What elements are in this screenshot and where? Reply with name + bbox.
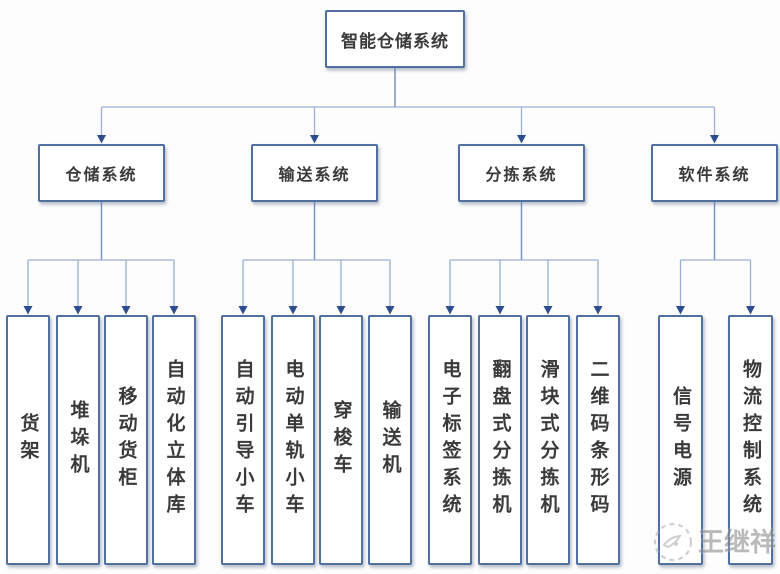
arrowhead-down-icon — [495, 306, 505, 315]
arrowhead-down-icon — [336, 306, 346, 315]
arrowhead-down-icon — [73, 306, 83, 315]
leaf-node-rack: 货架 — [6, 315, 50, 565]
branch-node-software-system: 软件系统 — [651, 144, 778, 202]
leaf-node-logistics-control-system: 物流控制系统 — [728, 315, 773, 565]
arrowhead-down-icon — [746, 306, 755, 315]
leaf-node-signal-power: 信号电源 — [658, 315, 703, 565]
arrowhead-down-icon — [543, 306, 553, 315]
leaf-node-conveyor: 输送机 — [368, 315, 412, 565]
arrowhead-down-icon — [121, 306, 131, 315]
branch-node-conveying-system: 输送系统 — [251, 144, 378, 202]
root-node: 智能仓储系统 — [325, 10, 465, 68]
leaf-node-agv: 自动引导小车 — [221, 315, 265, 565]
leaf-node-mobile-container: 移动货柜 — [104, 315, 148, 565]
leaf-node-electric-monorail-cart: 电动单轨小车 — [271, 315, 315, 565]
leaf-node-tilt-tray-sorter: 翻盘式分拣机 — [478, 315, 522, 565]
branch-node-storage-system: 仓储系统 — [38, 144, 165, 202]
arrowhead-down-icon — [445, 306, 455, 315]
leaf-node-stacker-crane: 堆垛机 — [56, 315, 100, 565]
leaf-node-shuttle-car: 穿梭车 — [319, 315, 363, 565]
arrowhead-down-icon — [169, 306, 179, 315]
leaf-node-automated-warehouse: 自动化立体库 — [152, 315, 196, 565]
branch-node-sorting-system: 分拣系统 — [458, 144, 585, 202]
arrowhead-down-icon — [288, 306, 298, 315]
leaf-node-qr-barcode: 二维码条形码 — [576, 315, 620, 565]
arrowhead-down-icon — [97, 135, 106, 144]
arrowhead-down-icon — [517, 135, 526, 144]
arrowhead-down-icon — [23, 306, 33, 315]
arrowhead-down-icon — [710, 135, 719, 144]
arrowhead-down-icon — [593, 306, 603, 315]
arrowhead-down-icon — [310, 135, 319, 144]
arrowhead-down-icon — [385, 306, 395, 315]
leaf-node-slider-sorter: 滑块式分拣机 — [526, 315, 570, 565]
arrowhead-down-icon — [238, 306, 248, 315]
arrowhead-down-icon — [676, 306, 685, 315]
leaf-node-electronic-tag-system: 电子标签系统 — [428, 315, 472, 565]
